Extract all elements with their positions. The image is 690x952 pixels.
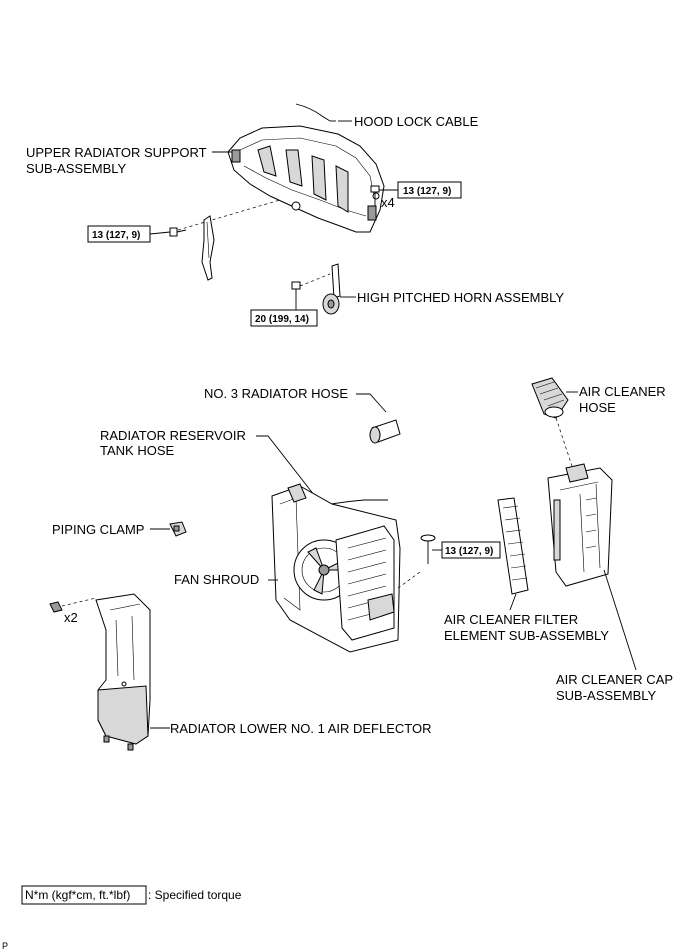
air-cleaner-cap-part <box>547 463 613 587</box>
torque-filter: 13 (127, 9) <box>445 546 493 557</box>
air-cleaner-cap-label-line1: AIR CLEANER CAP <box>556 672 673 687</box>
hood-lock-cable-part <box>295 103 352 122</box>
torque-support-right: 13 (127, 9) <box>403 186 451 197</box>
torque-legend: N*m (kgf*cm, ft.*lbf) : Specified torque <box>21 885 242 905</box>
air-cleaner-filter-label-line1: AIR CLEANER FILTER <box>444 612 578 627</box>
radiator-lower-air-deflector-part <box>95 593 151 751</box>
bolt-icon <box>169 227 187 237</box>
reservoir-tank-hose-label-line2: TANK HOSE <box>100 443 174 458</box>
fan-shroud-part <box>271 483 401 653</box>
air-cleaner-hose-label-line2: HOSE <box>579 400 616 415</box>
torque-horn: 20 (199, 14) <box>255 314 309 325</box>
deflector-bolt-quantity: x2 <box>64 610 78 625</box>
torque-box-filter <box>441 541 501 559</box>
upper-radiator-support-part <box>227 125 385 233</box>
air-cleaner-filter-label-line2: ELEMENT SUB-ASSEMBLY <box>444 628 609 643</box>
legend-unit-box <box>21 885 147 905</box>
horn-part <box>322 293 340 315</box>
support-bracket-part <box>201 215 215 281</box>
fan-shroud-label: FAN SHROUD <box>174 572 259 587</box>
bolt-icon <box>420 534 436 564</box>
torque-box-support-left <box>87 225 151 243</box>
horn-bracket-part <box>331 263 341 299</box>
torque-box-horn <box>250 309 318 327</box>
torque-support-left: 13 (127, 9) <box>92 230 140 241</box>
upper-radiator-support-label-line1: UPPER RADIATOR SUPPORT <box>26 145 207 160</box>
support-bolt-quantity: x4 <box>381 195 395 210</box>
reservoir-tank-hose-label-line1: RADIATOR RESERVOIR <box>100 428 246 443</box>
bolt-icon <box>291 281 301 300</box>
piping-clamp-part <box>169 521 187 537</box>
corner-mark: P <box>2 941 8 951</box>
legend-unit: N*m (kgf*cm, ft.*lbf) <box>25 888 130 902</box>
torque-box-support-right <box>397 181 462 199</box>
alignment-line <box>177 199 281 231</box>
air-cleaner-hose-label-line1: AIR CLEANER <box>579 384 666 399</box>
hood-lock-cable-label: HOOD LOCK CABLE <box>354 114 479 129</box>
no3-radiator-hose-part <box>369 419 401 444</box>
radiator-lower-air-deflector-label: RADIATOR LOWER NO. 1 AIR DEFLECTOR <box>170 721 432 736</box>
air-cleaner-filter-part <box>497 497 529 595</box>
piping-clamp-label: PIPING CLAMP <box>52 522 144 537</box>
bolt-icon <box>370 185 380 206</box>
no3-radiator-hose-label: NO. 3 RADIATOR HOSE <box>204 386 348 401</box>
upper-radiator-support-label-line2: SUB-ASSEMBLY <box>26 161 127 176</box>
air-cleaner-hose-part <box>531 377 569 419</box>
high-pitched-horn-label: HIGH PITCHED HORN ASSEMBLY <box>357 290 564 305</box>
air-cleaner-cap-label-line2: SUB-ASSEMBLY <box>556 688 657 703</box>
bolt-icon <box>49 601 63 613</box>
legend-description: : Specified torque <box>148 888 242 902</box>
